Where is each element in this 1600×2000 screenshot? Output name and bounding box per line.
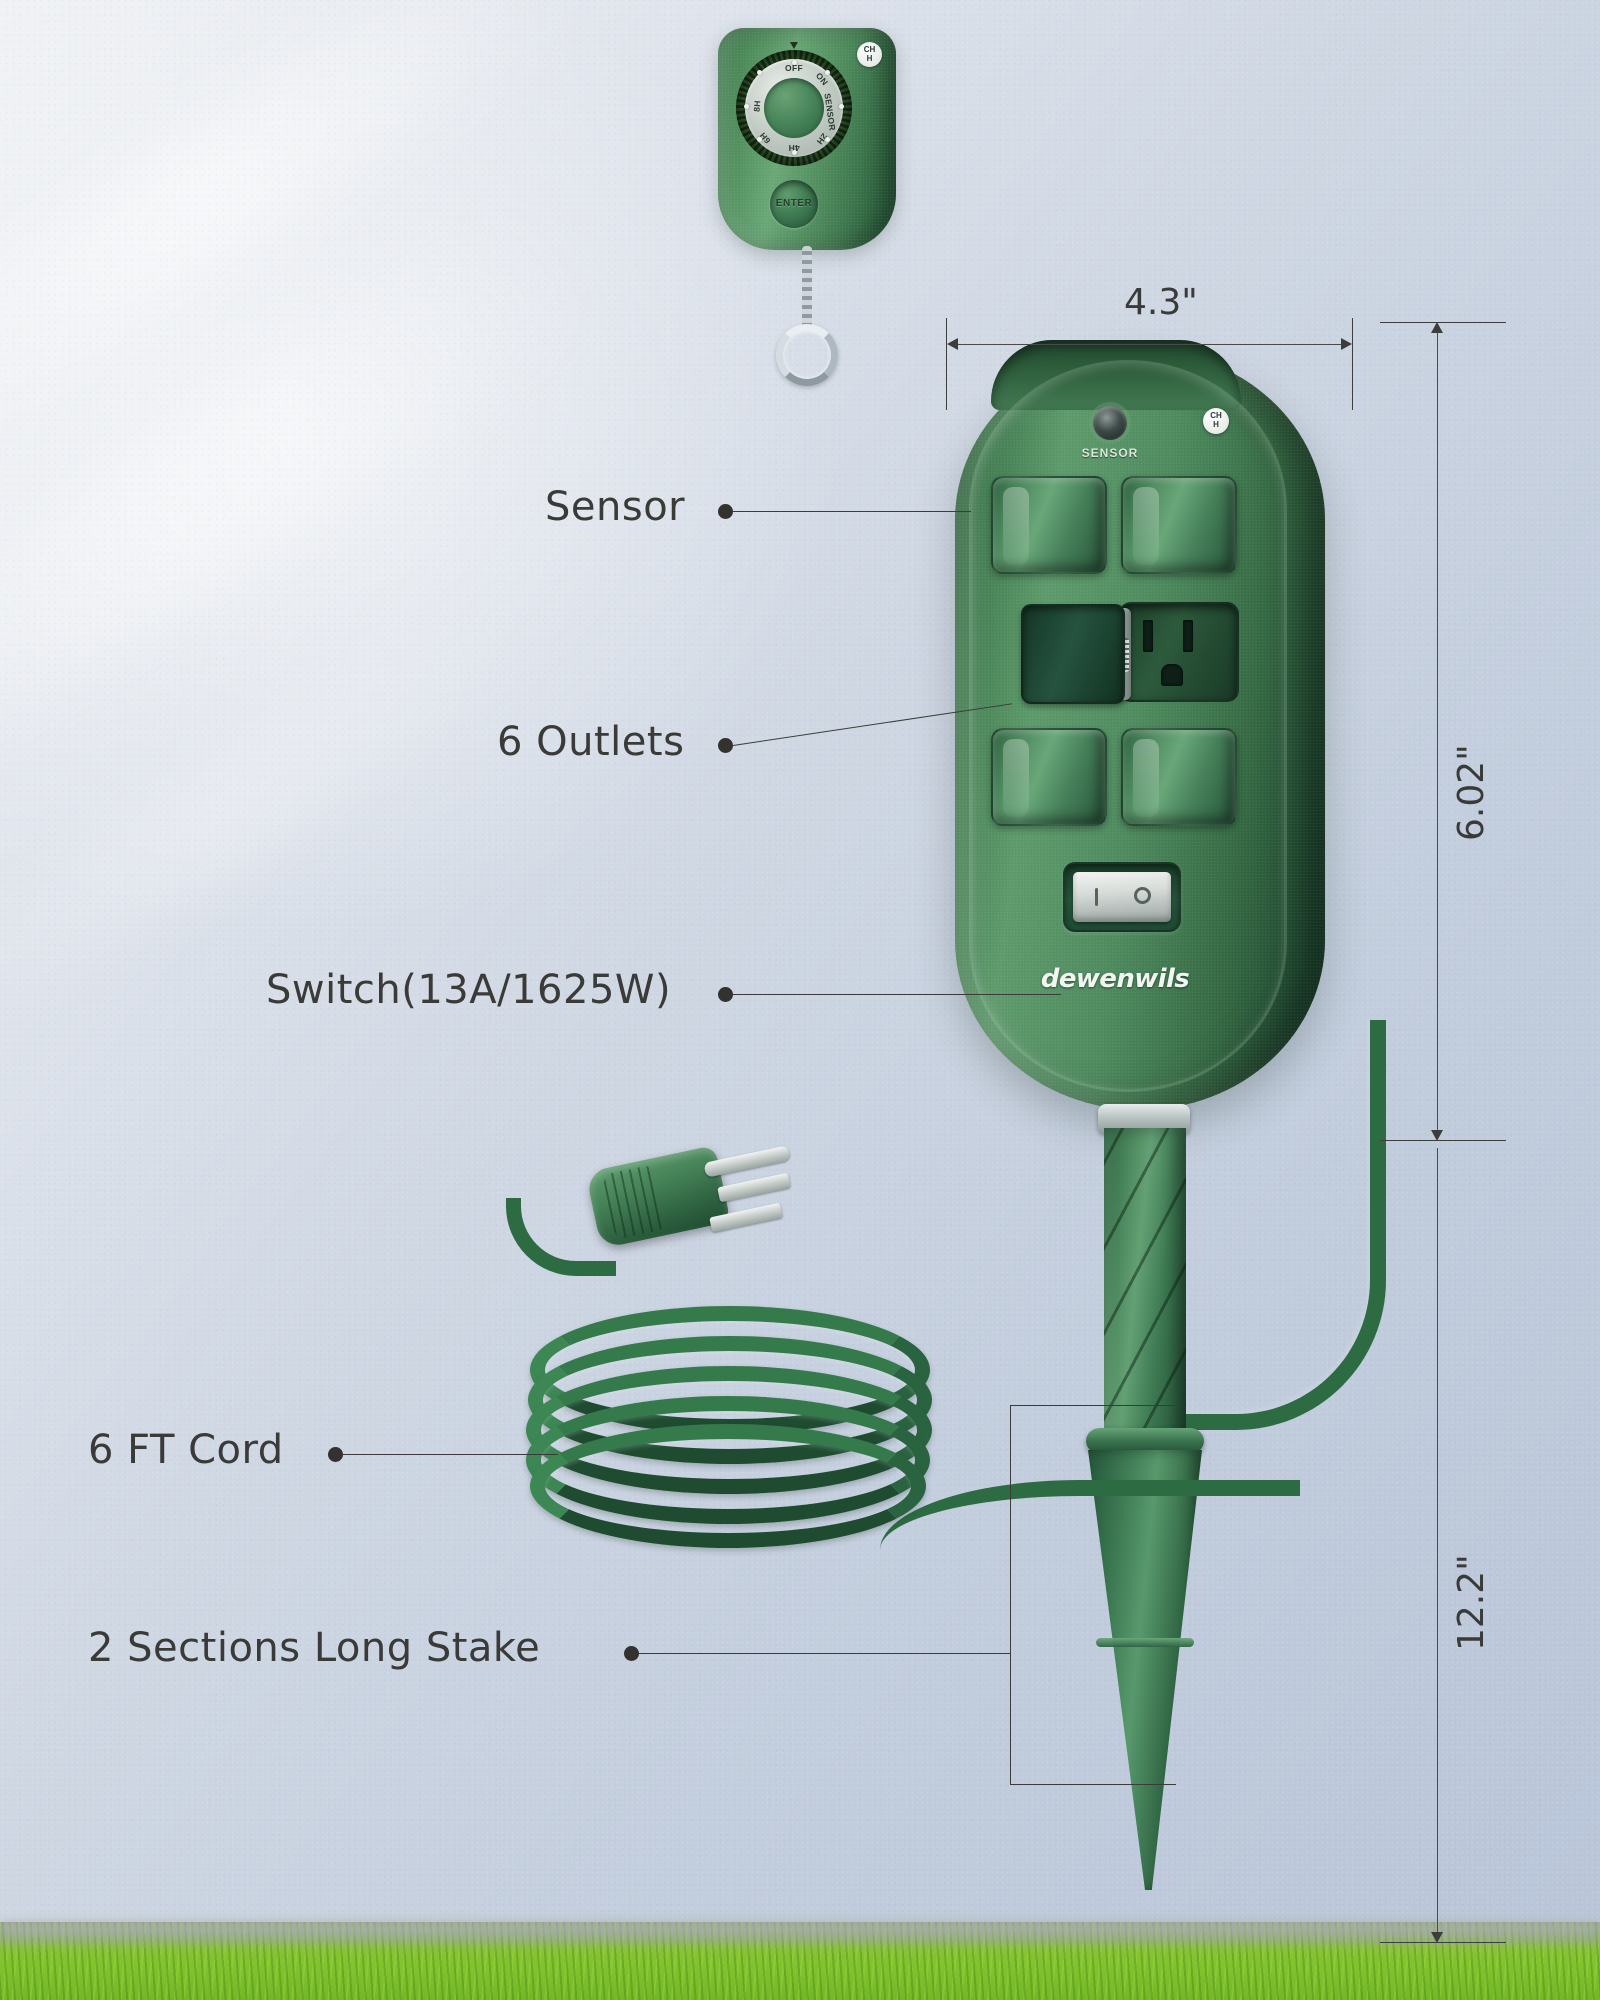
dial-pip (825, 137, 830, 142)
dial-pip (825, 70, 830, 75)
outlet-cover-5[interactable] (991, 728, 1107, 826)
brand-logo: dewenwils (1040, 964, 1190, 994)
plug-prong-hot (717, 1172, 791, 1203)
outlet-cover-3-open[interactable] (1021, 604, 1125, 704)
callout-label-switch: Switch(13A/1625W) (266, 967, 672, 1013)
stake-joint-band (1096, 1638, 1194, 1647)
dimension-value-depth: 12.2" (1451, 1554, 1492, 1651)
callout-leader-cord (343, 1454, 558, 1455)
remote-channel-badge-line2: H (866, 54, 873, 63)
dimension-line-depth (1437, 1148, 1438, 1936)
plug-prong-ground (703, 1145, 791, 1178)
remote-channel-badge[interactable]: CH H (857, 42, 882, 67)
callout-dot-outlets (718, 738, 733, 753)
grass-strip (0, 1922, 1600, 2000)
power-switch-rocker[interactable] (1073, 872, 1171, 922)
dial-hub (764, 78, 824, 138)
unit-rim (969, 360, 1287, 1092)
dial-pip (757, 70, 762, 75)
outlet-cover-1[interactable] (991, 476, 1107, 574)
dimension-tick-width-left (946, 318, 947, 410)
callout-label-sensor: Sensor (545, 484, 686, 530)
dial-pip (791, 150, 797, 155)
callout-dot-stake (624, 1646, 639, 1661)
keychain-ring (776, 324, 838, 386)
outdoor-power-stake-unit: SENSOR CH H (955, 340, 1325, 1110)
callout-dot-switch (718, 987, 733, 1002)
remote-enter-button[interactable]: ENTER (770, 180, 818, 228)
callout-bracket-stake (1010, 1405, 1176, 1785)
wall-light-streak-1 (0, 0, 604, 460)
callout-label-outlets: 6 Outlets (497, 719, 685, 765)
dimension-tick-height-bottom (1380, 1140, 1506, 1141)
keychain-chain (802, 246, 812, 330)
remote-dial[interactable]: OFF ON SENSOR 2H 4H 6H 8H (736, 42, 852, 166)
sensor-caption: SENSOR (1081, 446, 1139, 460)
dimension-tick-width-right (1352, 318, 1353, 410)
dimension-arrow-width-left (947, 338, 958, 350)
dial-pip (791, 60, 797, 65)
dimension-arrow-width-right (1341, 338, 1352, 350)
dimension-line-width (951, 344, 1349, 345)
light-sensor-icon (1093, 406, 1127, 440)
dial-pip (757, 137, 762, 142)
outlet-cover-6[interactable] (1121, 728, 1237, 826)
stake-upper-section (1104, 1128, 1186, 1438)
coiled-cord (520, 1300, 940, 1560)
dimension-arrow-height-top (1431, 322, 1443, 333)
stake-flange (1086, 1428, 1204, 1454)
plug-body (585, 1145, 731, 1249)
wall-light-streak-2 (0, 181, 626, 809)
outlet-grid (991, 476, 1243, 846)
dial-pointer-icon (790, 42, 798, 49)
dimension-tick-height-top (1380, 322, 1506, 323)
callout-leader-switch (733, 994, 1061, 995)
unit-channel-badge[interactable]: CH H (1203, 408, 1229, 434)
unit-channel-badge-line1: CH (1210, 411, 1222, 420)
outlet-prong-right (1183, 620, 1193, 652)
dimension-arrow-height-bottom (1431, 1130, 1443, 1141)
callout-leader-stake (639, 1653, 1010, 1654)
power-plug (506, 1136, 791, 1276)
outlet-prong-left (1143, 620, 1153, 652)
power-switch[interactable] (1063, 862, 1181, 932)
dial-pip (744, 104, 749, 109)
outlet-prong-ground (1161, 664, 1183, 686)
callout-leader-sensor (733, 511, 971, 512)
dimension-arrow-depth-bottom (1431, 1932, 1443, 1943)
dimension-line-height (1437, 330, 1438, 1134)
switch-on-mark-icon (1095, 888, 1098, 906)
cord-coil-loop (530, 1424, 926, 1548)
outlet-socket-open[interactable] (1021, 602, 1239, 704)
callout-label-cord: 6 FT Cord (88, 1427, 284, 1473)
remote-control: OFF ON SENSOR 2H 4H 6H 8H CH H ENTER (718, 28, 896, 386)
dial-option-8h: 8H (751, 99, 763, 113)
dial-option-off: OFF (785, 63, 803, 73)
remote-channel-badge-line1: CH (863, 45, 876, 54)
callout-label-stake: 2 Sections Long Stake (88, 1625, 541, 1671)
cord-to-stake (1176, 1020, 1386, 1430)
dimension-value-height: 6.02" (1451, 744, 1492, 841)
outlet-cover-2[interactable] (1121, 476, 1237, 574)
switch-off-mark-icon (1134, 887, 1151, 904)
dimension-tick-depth-bottom (1380, 1942, 1506, 1943)
callout-dot-cord (328, 1447, 343, 1462)
dimension-value-width: 4.3" (1124, 282, 1198, 323)
dial-pip (839, 104, 844, 109)
unit-face: SENSOR CH H (985, 384, 1245, 1044)
callout-dot-sensor (718, 504, 733, 519)
unit-channel-badge-line2: H (1213, 420, 1219, 429)
